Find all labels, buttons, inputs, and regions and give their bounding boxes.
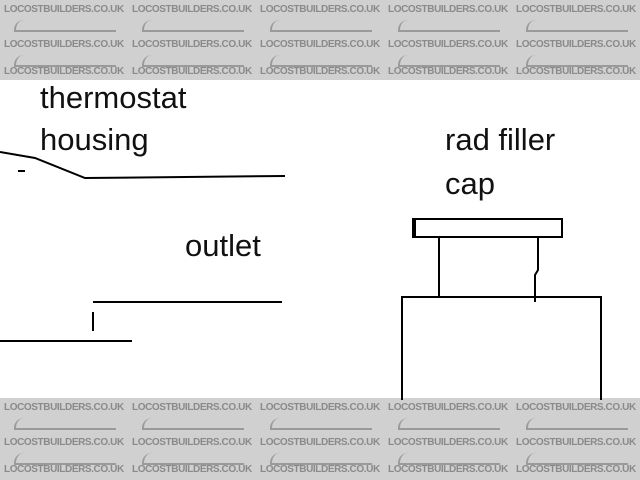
watermark-text: LOCOSTBUILDERS.CO.UK xyxy=(260,39,380,50)
watermark-text: LOCOSTBUILDERS.CO.UK xyxy=(260,402,380,413)
watermark-text: LOCOSTBUILDERS.CO.UK xyxy=(516,464,636,475)
car-logo-icon xyxy=(14,20,116,32)
car-logo-icon xyxy=(526,418,628,430)
watermark-text: LOCOSTBUILDERS.CO.UK xyxy=(388,4,508,15)
car-logo-icon xyxy=(142,418,244,430)
car-logo-icon xyxy=(270,20,372,32)
watermark-text: LOCOSTBUILDERS.CO.UK xyxy=(4,464,124,475)
watermark-text: LOCOSTBUILDERS.CO.UK xyxy=(260,4,380,15)
watermark-text: LOCOSTBUILDERS.CO.UK xyxy=(516,66,636,77)
car-logo-icon xyxy=(14,453,116,465)
car-logo-icon xyxy=(526,55,628,67)
car-logo-icon xyxy=(14,418,116,430)
car-logo-icon xyxy=(398,418,500,430)
car-logo-icon xyxy=(142,20,244,32)
car-logo-icon xyxy=(270,418,372,430)
car-logo-icon xyxy=(270,453,372,465)
filler-cap-edge xyxy=(412,219,416,237)
watermark-text: LOCOSTBUILDERS.CO.UK xyxy=(516,437,636,448)
watermark-text: LOCOSTBUILDERS.CO.UK xyxy=(388,402,508,413)
watermark-text: LOCOSTBUILDERS.CO.UK xyxy=(388,66,508,77)
car-logo-icon xyxy=(398,20,500,32)
watermark-text: LOCOSTBUILDERS.CO.UK xyxy=(260,464,380,475)
car-logo-icon xyxy=(142,55,244,67)
watermark-text: LOCOSTBUILDERS.CO.UK xyxy=(516,39,636,50)
watermark-text: LOCOSTBUILDERS.CO.UK xyxy=(516,402,636,413)
rad-filler-label-line2: cap xyxy=(445,166,495,201)
watermark-text: LOCOSTBUILDERS.CO.UK xyxy=(388,437,508,448)
watermark-text: LOCOSTBUILDERS.CO.UK xyxy=(4,402,124,413)
watermark-text: LOCOSTBUILDERS.CO.UK xyxy=(132,402,252,413)
car-logo-icon xyxy=(270,55,372,67)
filler-neck-right xyxy=(534,238,539,302)
watermark-text: LOCOSTBUILDERS.CO.UK xyxy=(132,464,252,475)
watermark-text: LOCOSTBUILDERS.CO.UK xyxy=(260,437,380,448)
car-logo-icon xyxy=(526,20,628,32)
watermark-band-top: LOCOSTBUILDERS.CO.UK LOCOSTBUILDERS.CO.UK… xyxy=(0,0,640,80)
watermark-text: LOCOSTBUILDERS.CO.UK xyxy=(132,39,252,50)
thermostat-label-line1: thermostat xyxy=(40,80,187,115)
rad-filler-label-line1: rad filler xyxy=(445,122,556,157)
car-logo-icon xyxy=(14,55,116,67)
radiator-body xyxy=(401,296,602,400)
watermark-text: LOCOSTBUILDERS.CO.UK xyxy=(516,4,636,15)
watermark-text: LOCOSTBUILDERS.CO.UK xyxy=(4,66,124,77)
watermark-text: LOCOSTBUILDERS.CO.UK xyxy=(388,464,508,475)
filler-cap xyxy=(412,218,563,238)
watermark-text: LOCOSTBUILDERS.CO.UK xyxy=(260,66,380,77)
watermark-text: LOCOSTBUILDERS.CO.UK xyxy=(132,437,252,448)
car-logo-icon xyxy=(398,55,500,67)
watermark-text: LOCOSTBUILDERS.CO.UK xyxy=(132,4,252,15)
car-logo-icon xyxy=(142,453,244,465)
watermark-text: LOCOSTBUILDERS.CO.UK xyxy=(132,66,252,77)
watermark-text: LOCOSTBUILDERS.CO.UK xyxy=(4,4,124,15)
watermark-text: LOCOSTBUILDERS.CO.UK xyxy=(4,437,124,448)
watermark-band-bottom: LOCOSTBUILDERS.CO.UK LOCOSTBUILDERS.CO.UK… xyxy=(0,398,640,480)
watermark-text: LOCOSTBUILDERS.CO.UK xyxy=(388,39,508,50)
watermark-text: LOCOSTBUILDERS.CO.UK xyxy=(4,39,124,50)
car-logo-icon xyxy=(526,453,628,465)
car-logo-icon xyxy=(398,453,500,465)
thermostat-label-line2: housing xyxy=(40,122,149,157)
thermostat-housing-line xyxy=(0,151,286,180)
outlet-label: outlet xyxy=(185,228,261,263)
